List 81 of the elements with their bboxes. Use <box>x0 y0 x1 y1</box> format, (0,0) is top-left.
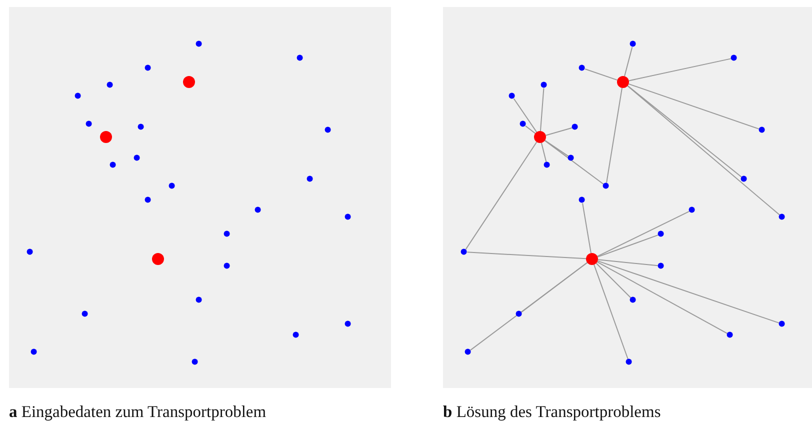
location-point-marker <box>460 248 468 256</box>
location-point-marker <box>578 64 586 72</box>
location-point-marker <box>144 196 152 204</box>
center-point-marker <box>183 76 195 88</box>
location-point-marker <box>568 154 574 162</box>
connection-line <box>525 125 536 134</box>
location-point-marker <box>106 82 114 88</box>
location-point-marker <box>86 120 92 128</box>
location-point-marker <box>292 332 300 338</box>
location-point-marker <box>168 182 176 190</box>
location-point-marker <box>778 214 786 220</box>
location-point-marker <box>138 124 144 130</box>
connection-line <box>606 87 623 184</box>
connection-line <box>540 142 547 162</box>
connection-line <box>544 140 569 157</box>
center-point-marker <box>100 131 112 143</box>
connection-line <box>466 252 586 260</box>
location-point-marker <box>540 82 548 88</box>
location-point-marker <box>196 296 202 304</box>
location-point-marker <box>196 40 202 48</box>
connection-line <box>470 262 588 351</box>
location-point-marker <box>324 126 332 134</box>
connection-line <box>544 140 604 185</box>
location-point-marker <box>74 92 82 100</box>
location-point-marker <box>224 262 230 270</box>
connection-line <box>627 85 780 216</box>
center-point-marker <box>617 76 629 88</box>
location-point-marker <box>688 206 696 214</box>
location-point-marker <box>134 154 140 162</box>
location-point-marker <box>758 126 766 134</box>
location-point-marker <box>110 162 116 168</box>
location-point-marker <box>778 320 786 328</box>
location-point-marker <box>630 40 636 48</box>
location-point-marker <box>726 332 734 338</box>
location-point-marker <box>30 348 38 356</box>
location-point-marker <box>520 120 526 128</box>
location-point-marker <box>82 310 88 318</box>
center-point-marker <box>586 253 598 265</box>
location-point-marker <box>508 92 516 100</box>
location-point-marker <box>344 320 352 328</box>
connection-line <box>465 142 538 250</box>
location-point-marker <box>602 182 610 190</box>
location-point-marker <box>224 230 230 238</box>
location-point-marker <box>516 310 522 318</box>
location-point-marker <box>296 54 304 62</box>
panel-caption: b Lösung des Transportproblems <box>443 402 661 422</box>
location-point-marker <box>306 176 314 182</box>
connection-line <box>582 202 592 254</box>
connection-line <box>628 58 732 82</box>
location-point-marker <box>544 162 550 168</box>
location-point-marker <box>658 262 664 270</box>
connection-line <box>594 264 628 360</box>
location-point-marker <box>26 248 34 256</box>
location-point-marker <box>730 54 738 62</box>
connection-line <box>596 262 632 298</box>
connection-line <box>597 260 780 324</box>
location-point-marker <box>740 176 748 182</box>
location-point-marker <box>630 296 636 304</box>
connection-line <box>513 98 538 133</box>
location-point-marker <box>144 64 152 72</box>
connection-line <box>597 234 658 258</box>
location-point-marker <box>344 214 352 220</box>
panel-caption: a Eingabedaten zum Transportproblem <box>9 402 266 422</box>
location-point-marker <box>464 348 472 356</box>
connection-line <box>584 68 618 81</box>
location-point-marker <box>572 124 578 130</box>
center-point-marker <box>534 131 546 143</box>
connection-line <box>540 88 544 132</box>
location-point-marker <box>192 358 198 366</box>
connection-line <box>628 83 760 130</box>
connection-line <box>596 261 728 334</box>
connection-line <box>627 85 742 178</box>
location-point-marker <box>254 206 262 214</box>
connection-line <box>596 210 690 257</box>
connection-line <box>545 127 572 136</box>
location-point-marker <box>626 358 632 366</box>
connection-line <box>597 259 658 266</box>
center-point-marker <box>152 253 164 265</box>
location-point-marker <box>578 196 586 204</box>
location-point-marker <box>658 230 664 238</box>
connection-line <box>624 46 633 77</box>
